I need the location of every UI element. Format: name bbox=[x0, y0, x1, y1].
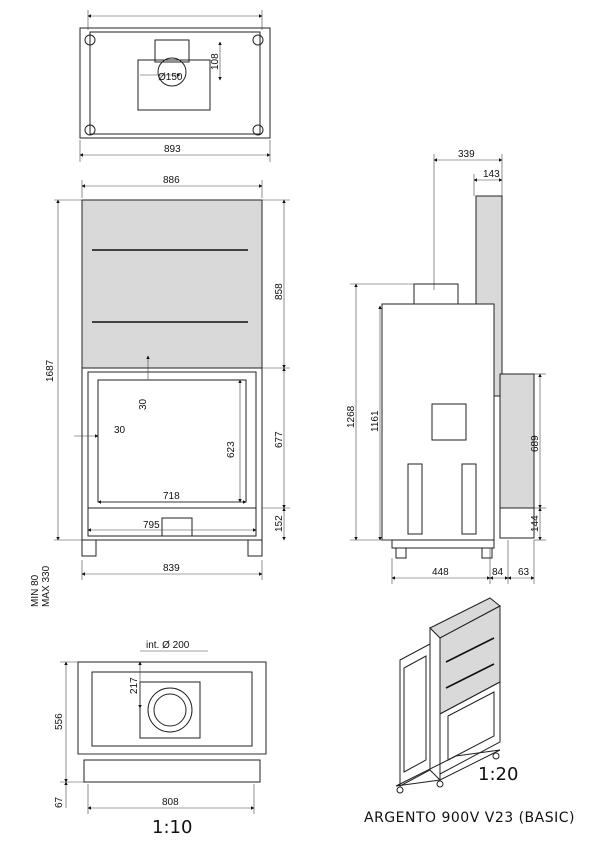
plan-view: int. Ø 200 217 556 67 808 bbox=[54, 640, 267, 814]
dim-front-886: 886 bbox=[163, 175, 180, 186]
drawing-title: ARGENTO 900V V23 (BASIC) bbox=[364, 810, 575, 826]
dim-front-30-top: 30 bbox=[138, 398, 149, 410]
dim-side-143: 143 bbox=[483, 169, 500, 180]
dim-front-677: 677 bbox=[274, 431, 285, 448]
dim-side-1268: 1268 bbox=[346, 405, 357, 428]
dim-front-858: 858 bbox=[274, 283, 285, 300]
dim-side-1161: 1161 bbox=[370, 410, 381, 432]
dim-top-flue: Ø150 bbox=[158, 72, 183, 83]
dim-plan-217: 217 bbox=[129, 677, 140, 694]
dim-front-623: 623 bbox=[226, 441, 237, 458]
side-view: 339 143 1268 1161 689 144 448 bbox=[346, 149, 546, 584]
dim-front-30-side: 30 bbox=[114, 425, 126, 436]
dim-front-1687: 1687 bbox=[45, 359, 56, 382]
dim-front-min: MIN 80 bbox=[30, 574, 41, 607]
front-view: 886 30 30 623 718 795 1687 858 677 bbox=[30, 175, 290, 607]
isometric-view bbox=[395, 597, 501, 794]
dim-top-893: 893 bbox=[164, 144, 181, 155]
dim-plan-int: int. Ø 200 bbox=[146, 640, 190, 651]
dim-plan-67: 67 bbox=[54, 796, 65, 808]
dim-front-max: MAX 330 bbox=[41, 565, 52, 607]
scale-main: 1:10 bbox=[152, 817, 192, 838]
dim-front-152: 152 bbox=[274, 515, 285, 532]
dim-side-63: 63 bbox=[518, 567, 530, 578]
dim-side-144: 144 bbox=[530, 515, 541, 532]
dim-top-108: 108 bbox=[210, 53, 221, 70]
dim-plan-808: 808 bbox=[162, 797, 179, 808]
dim-plan-556: 556 bbox=[54, 713, 65, 730]
scale-iso: 1:20 bbox=[478, 764, 518, 785]
dim-side-339: 339 bbox=[458, 149, 475, 160]
dim-side-448: 448 bbox=[432, 567, 449, 578]
dim-side-84: 84 bbox=[492, 567, 504, 578]
dim-front-795: 795 bbox=[143, 520, 160, 531]
dim-side-689: 689 bbox=[530, 435, 541, 452]
top-view: Ø150 108 893 bbox=[79, 10, 271, 162]
dim-front-839: 839 bbox=[163, 563, 180, 574]
dim-front-718: 718 bbox=[163, 491, 180, 502]
